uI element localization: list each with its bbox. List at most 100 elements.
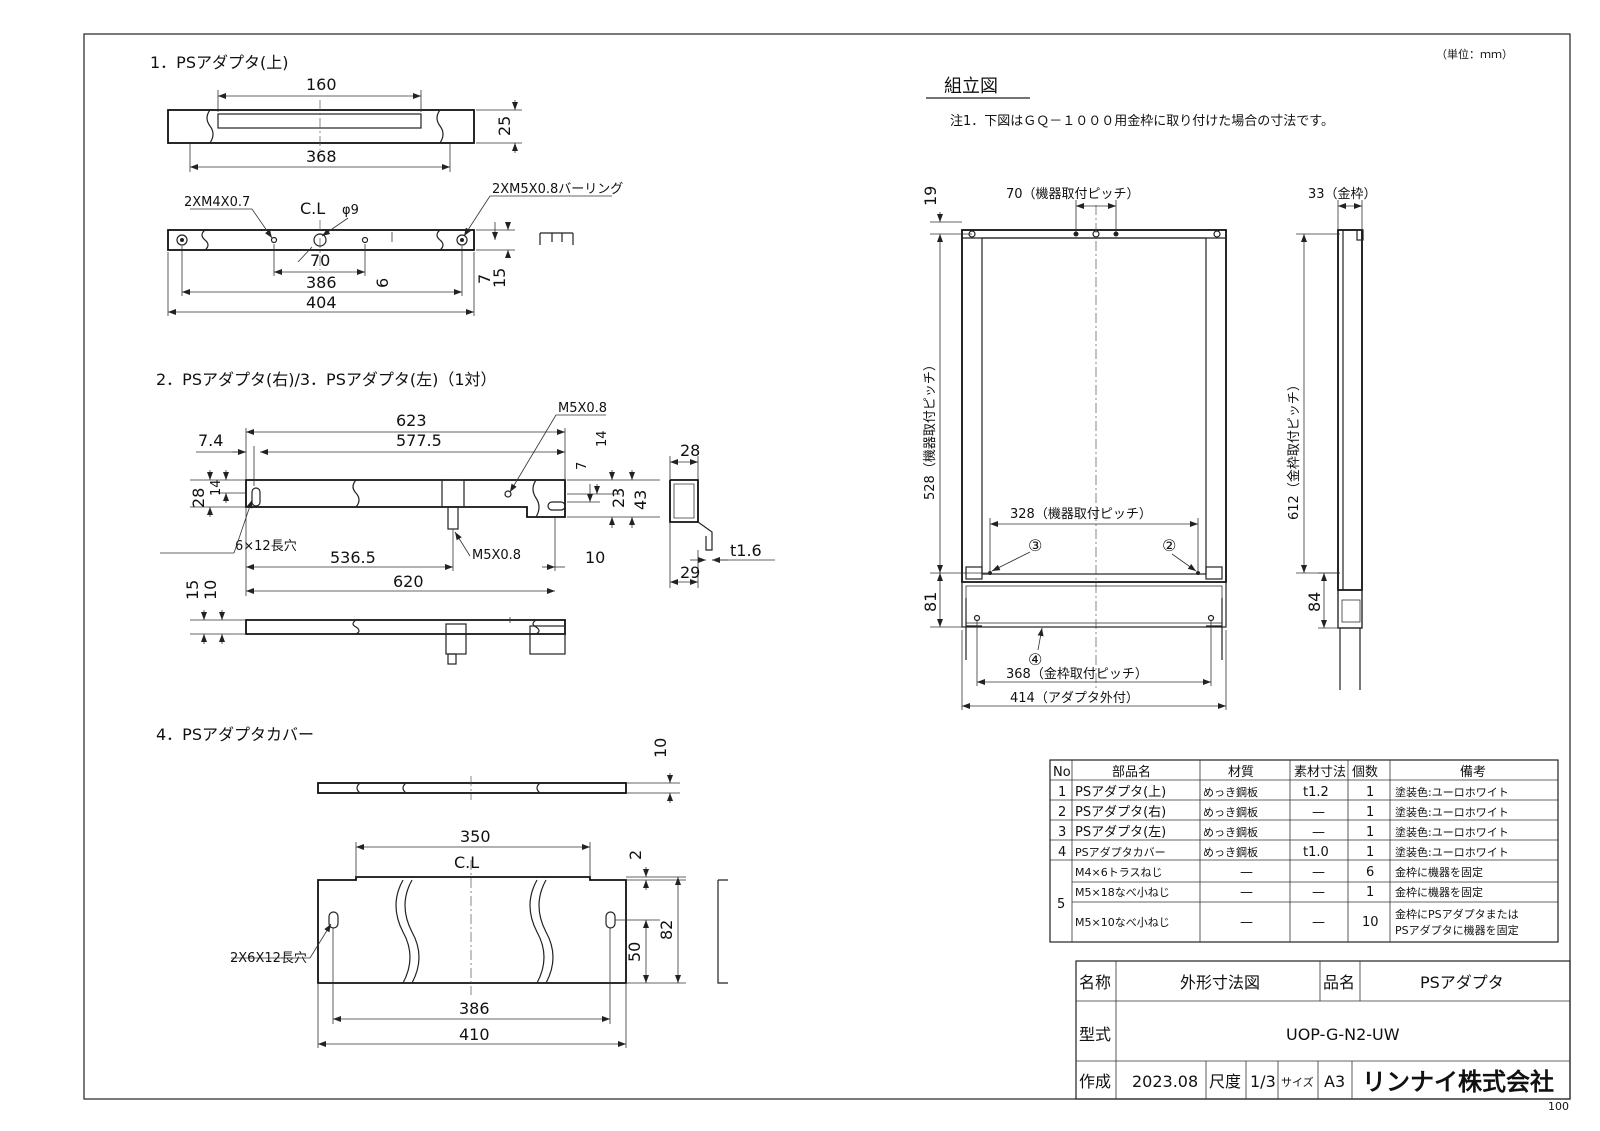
dim-29: 29 xyxy=(680,563,700,582)
dim-t1-6: t1.6 xyxy=(730,541,762,560)
row-size: — xyxy=(1312,865,1325,880)
dim-7-side: 7 xyxy=(575,462,590,470)
row-group-no: 5 xyxy=(1057,897,1065,912)
top-adapter-front-view xyxy=(167,220,574,270)
assembly-front-view xyxy=(961,205,1227,690)
assembly-dim-84: 84 xyxy=(1305,592,1324,612)
cover-side-profile xyxy=(717,879,728,984)
dim-6: 6 xyxy=(373,278,392,288)
row-name: M5×18なべ小ねじ xyxy=(1075,886,1170,899)
dim-15b: 15 xyxy=(183,580,202,600)
assembly-note: 注1．下図はＧＱ－１０００用金枠に取り付けた場合の寸法です。 xyxy=(950,113,1334,129)
dim-23: 23 xyxy=(609,488,628,508)
dim-70: 70 xyxy=(310,251,330,270)
assembly-dim-414: 414（アダプタ外付） xyxy=(1010,691,1139,706)
label-slot-6x12: 6×12長穴 xyxy=(235,539,297,554)
side-adapter-front-view xyxy=(245,479,566,530)
label-scale: 尺度 xyxy=(1209,1072,1241,1091)
model-number: UOP-G-N2-UW xyxy=(1286,1025,1400,1044)
row-size: — xyxy=(1312,885,1325,900)
label-size: サイズ xyxy=(1281,1075,1314,1089)
header-remarks: 備考 xyxy=(1460,764,1486,780)
row-note: PSアダプタに機器を固定 xyxy=(1395,923,1519,937)
header-part-name: 部品名 xyxy=(1112,764,1151,780)
header-material: 材質 xyxy=(1228,765,1254,780)
row-note: 金枠にPSアダプタまたは xyxy=(1395,907,1519,921)
row-size: t1.0 xyxy=(1303,845,1329,860)
parts-table: No 部品名 材質 素材寸法 個数 備考 1 PSアダプタ(上) めっき鋼板 t… xyxy=(1049,759,1559,943)
dim-7: 7 xyxy=(475,274,494,284)
scale-value: 1/3 xyxy=(1250,1072,1276,1091)
side-adapter-section-view xyxy=(669,479,713,551)
row-size: — xyxy=(1312,805,1325,820)
row-material: めっき鋼板 xyxy=(1203,845,1258,859)
row-size: — xyxy=(1312,825,1325,840)
section-4-ps-adapter-cover: 4．PSアダプタカバー 10 350 C.L 2 xyxy=(156,725,728,1048)
row-qty: 1 xyxy=(1366,785,1374,800)
label-phi9: φ9 xyxy=(342,203,359,218)
cover-front-view xyxy=(317,860,627,995)
row-name: PSアダプタ(右) xyxy=(1075,805,1166,820)
header-qty: 個数 xyxy=(1352,765,1378,780)
dim-15: 15 xyxy=(490,268,509,288)
row-qty: 6 xyxy=(1366,865,1374,880)
label-centerline: C.L xyxy=(300,199,325,218)
label-2xm4: 2XM4X0.7 xyxy=(184,195,250,210)
page-number: 100 xyxy=(1548,1100,1569,1113)
dim-160: 160 xyxy=(306,75,337,94)
label-name: 名称 xyxy=(1079,973,1111,992)
assembly-dim-70: 70（機器取付ピッチ） xyxy=(1006,187,1140,202)
table-row: 1 PSアダプタ(上) めっき鋼板 t1.2 1 塗装色:ユーロホワイト xyxy=(1058,785,1509,800)
dim-10: 10 xyxy=(585,548,605,567)
row-name: PSアダプタ(上) xyxy=(1075,785,1166,800)
dim-7-4: 7.4 xyxy=(198,431,223,450)
dim-28: 28 xyxy=(189,488,208,508)
assembly-dim-368: 368（金枠取付ピッチ） xyxy=(1006,666,1148,682)
row-note: 金枠に機器を固定 xyxy=(1395,885,1483,899)
row-qty: 1 xyxy=(1366,885,1374,900)
row-note: 塗装色:ユーロホワイト xyxy=(1395,825,1509,839)
row-name: PSアダプタカバー xyxy=(1075,845,1166,859)
section-2-3-ps-adapter-side: 2．PSアダプタ(右)/3．PSアダプタ(左)（1対） 577.5 623 7.… xyxy=(156,370,775,665)
table-row: M4×6トラスねじ — — 6 金枠に機器を固定 xyxy=(1075,865,1483,880)
row-material: — xyxy=(1240,915,1253,930)
dim-368: 368 xyxy=(306,147,337,166)
row-no: 2 xyxy=(1058,805,1066,820)
marker-3: ③ xyxy=(1028,536,1042,555)
row-qty: 1 xyxy=(1366,825,1374,840)
assembly-dim-19: 19 xyxy=(921,186,940,206)
section-4-title: 4．PSアダプタカバー xyxy=(156,725,314,744)
dim-350: 350 xyxy=(460,827,491,846)
dim-82: 82 xyxy=(657,920,676,940)
row-note: 塗装色:ユーロホワイト xyxy=(1395,785,1509,799)
dim-10-cover: 10 xyxy=(651,738,670,758)
dim-2: 2 xyxy=(626,850,645,860)
dim-50: 50 xyxy=(625,942,644,962)
section-2-title: 2．PSアダプタ(右)/3．PSアダプタ(左)（1対） xyxy=(156,370,497,389)
cover-top-edge-view xyxy=(317,776,627,800)
dim-536-5: 536.5 xyxy=(330,548,376,567)
assembly-side-view xyxy=(1337,229,1364,690)
dim-577-5: 577.5 xyxy=(396,431,442,450)
dim-386: 386 xyxy=(306,273,337,292)
row-material: めっき鋼板 xyxy=(1203,785,1258,799)
header-no: No xyxy=(1053,765,1071,780)
table-row: M5×18なべ小ねじ — — 1 金枠に機器を固定 xyxy=(1075,885,1483,900)
dim-43: 43 xyxy=(631,490,650,510)
dim-620: 620 xyxy=(393,572,424,591)
table-row: M5×10なべ小ねじ — — 10 金枠にPSアダプタまたは PSアダプタに機器… xyxy=(1075,907,1519,937)
label-2x6x12-slot: 2X6X12長穴 xyxy=(230,951,307,966)
drawing-name: 外形寸法図 xyxy=(1180,973,1260,992)
label-made: 作成 xyxy=(1079,1072,1111,1091)
row-material: めっき鋼板 xyxy=(1203,825,1258,839)
title-block: 名称 外形寸法図 品名 PSアダプタ 型式 UOP-G-N2-UW 作成 202… xyxy=(1075,960,1571,1100)
row-qty: 1 xyxy=(1366,845,1374,860)
dim-25: 25 xyxy=(495,116,514,136)
assembly-dim-612: 612（金枠取付ピッチ） xyxy=(1286,378,1302,520)
section-1-title: 1．PSアダプタ(上) xyxy=(150,53,288,72)
section-1-ps-adapter-top: 1．PSアダプタ(上) 160 368 25 xyxy=(150,53,623,316)
marker-4: ④ xyxy=(1028,650,1042,669)
sheet-border xyxy=(83,33,1571,1100)
row-qty: 1 xyxy=(1366,805,1374,820)
row-size: — xyxy=(1312,915,1325,930)
